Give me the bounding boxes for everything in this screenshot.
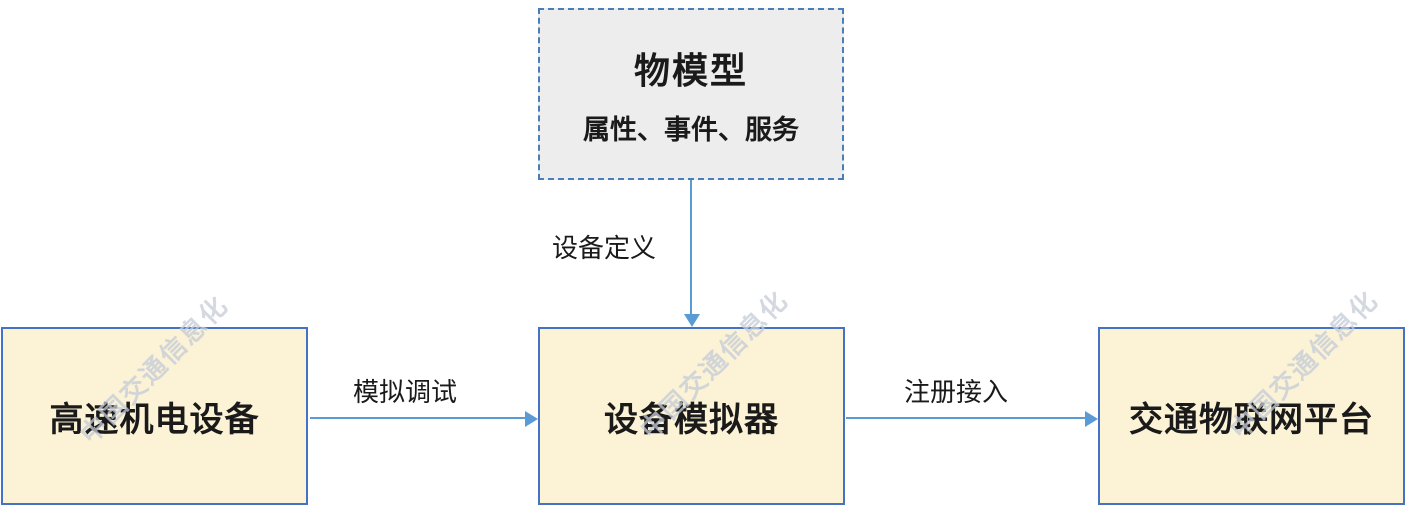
node-device-simulator-label: 设备模拟器 [604, 399, 779, 440]
edge-register-access-line [846, 417, 1087, 419]
node-highway-device: 高速机电设备 [1, 327, 308, 505]
edge-label-register-access: 注册接入 [904, 378, 1009, 408]
model-box-title: 物模型 [633, 50, 748, 92]
arrowhead-down-icon [684, 314, 700, 327]
edge-label-device-definition: 设备定义 [552, 234, 657, 264]
node-highway-device-label: 高速机电设备 [49, 399, 260, 440]
model-box: 物模型 属性、事件、服务 [538, 8, 844, 180]
model-box-subtitle: 属性、事件、服务 [583, 114, 799, 146]
arrowhead-right-icon [1085, 411, 1098, 427]
node-iot-platform: 交通物联网平台 [1098, 327, 1405, 505]
node-iot-platform-label: 交通物联网平台 [1129, 399, 1374, 440]
node-device-simulator: 设备模拟器 [538, 327, 845, 505]
edge-label-simulate-debug: 模拟调试 [353, 378, 458, 408]
arrowhead-right-icon [525, 411, 538, 427]
edge-simulate-debug-line [310, 417, 527, 419]
edge-device-definition-line [690, 180, 692, 318]
